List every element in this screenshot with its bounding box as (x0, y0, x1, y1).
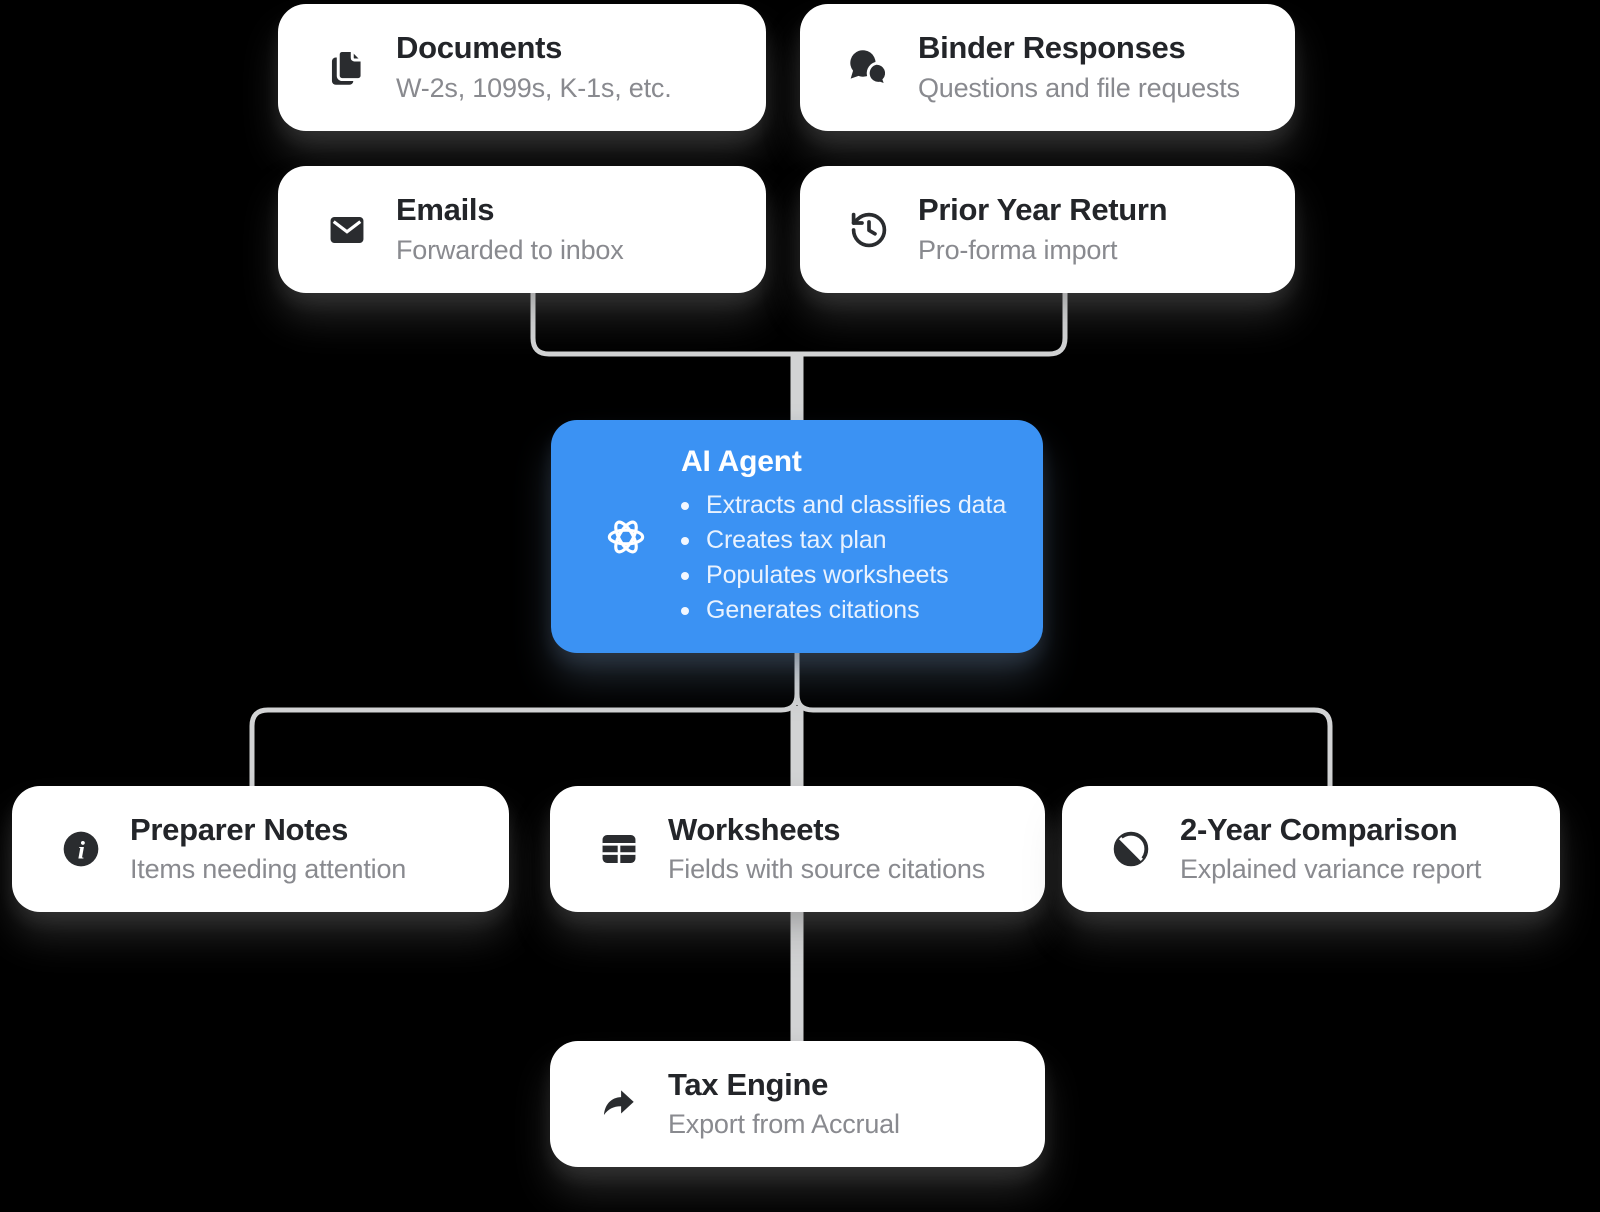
node-subtitle: Questions and file requests (918, 72, 1240, 103)
node-title: Worksheets (668, 811, 841, 847)
agent-capability: Extracts and classifies data (681, 488, 1006, 523)
node-title: 2-Year Comparison (1180, 811, 1458, 847)
node-subtitle: Items needing attention (130, 854, 407, 885)
contrast-icon (1108, 829, 1154, 869)
node-title: Emails (396, 192, 495, 228)
node-two-year-comparison: 2-Year Comparison Explained variance rep… (1062, 786, 1560, 912)
node-title: Preparer Notes (130, 811, 349, 847)
node-subtitle: Forwarded to inbox (396, 234, 624, 265)
node-prior-year-return: Prior Year Return Pro-forma import (800, 166, 1295, 293)
node-preparer-notes: i Preparer Notes Items needing attention (12, 786, 509, 912)
node-subtitle: W-2s, 1099s, K-1s, etc. (396, 72, 672, 103)
node-subtitle: Export from Accrual (668, 1109, 900, 1140)
agent-capability: Creates tax plan (681, 523, 1006, 558)
node-emails: Emails Forwarded to inbox (278, 166, 766, 293)
node-worksheets: Worksheets Fields with source citations (550, 786, 1045, 912)
connector-agent-to-comparison (794, 653, 1333, 790)
chat-bubbles-icon (846, 46, 892, 90)
node-title: Prior Year Return (918, 192, 1168, 228)
atom-icon (603, 517, 649, 557)
agent-capabilities-list: Extracts and classifies data Creates tax… (681, 488, 1006, 628)
node-subtitle: Fields with source citations (668, 854, 986, 885)
node-subtitle: Pro-forma import (918, 234, 1118, 265)
table-icon (596, 828, 642, 870)
node-title: Binder Responses (918, 30, 1186, 66)
connector-prior-year-to-agent (797, 291, 1068, 357)
node-documents: Documents W-2s, 1099s, K-1s, etc. (278, 4, 766, 131)
svg-text:i: i (78, 835, 86, 864)
node-ai-agent: AI Agent Extracts and classifies data Cr… (551, 420, 1043, 653)
node-title: Documents (396, 30, 563, 66)
envelope-icon (324, 209, 370, 251)
info-icon: i (58, 829, 104, 869)
documents-icon (324, 47, 370, 89)
connector-emails-to-agent (530, 291, 797, 357)
agent-title: AI Agent (681, 445, 802, 478)
node-subtitle: Explained variance report (1180, 854, 1482, 885)
node-title: Tax Engine (668, 1066, 829, 1102)
node-binder-responses: Binder Responses Questions and file requ… (800, 4, 1295, 131)
history-clock-icon (846, 209, 892, 251)
node-tax-engine: Tax Engine Export from Accrual (550, 1041, 1045, 1167)
share-arrow-icon (596, 1083, 642, 1125)
agent-capability: Populates worksheets (681, 558, 1006, 593)
agent-capability: Generates citations (681, 593, 1006, 628)
connector-agent-to-preparer-notes (249, 653, 800, 790)
